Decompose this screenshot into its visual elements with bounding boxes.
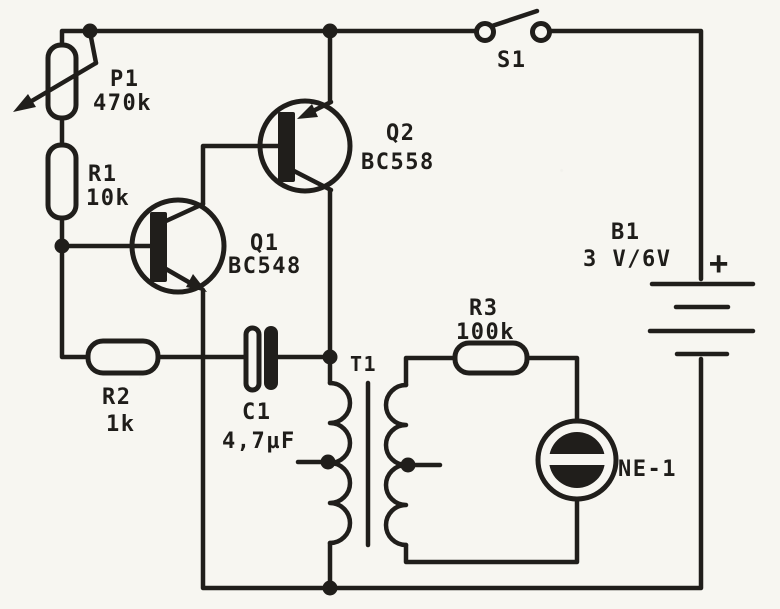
- r3-value-label: 100k: [456, 320, 515, 345]
- r2-body: [85, 338, 161, 376]
- q2-base-bar: [278, 112, 295, 182]
- r3-ref-label: R3: [469, 296, 499, 321]
- q2-emitter-lead: [310, 99, 334, 114]
- wire-left-column: [59, 215, 91, 360]
- neon-lamp-ne1-symbol: [535, 418, 619, 502]
- r1-value-label: 10k: [86, 186, 130, 211]
- s1-throw-contact: [530, 21, 552, 43]
- c1-plate-negative: [243, 325, 262, 393]
- c1-plate-positive: [264, 326, 278, 390]
- transistor-q1-symbol: [129, 197, 227, 295]
- r1-body: [45, 142, 79, 221]
- wires: [59, 28, 704, 591]
- p1-wiper-shaft: [27, 60, 99, 105]
- b1-ref-label: B1: [611, 220, 641, 245]
- wire-q1-collector-q2-base: [200, 143, 281, 207]
- resistor-r2-symbol: [85, 338, 161, 376]
- r3-body: [452, 340, 530, 376]
- resistor-r3-symbol: [452, 340, 530, 376]
- battery-b1-symbol: [647, 281, 756, 357]
- q1-base-bar: [150, 212, 167, 282]
- s1-ref-label: S1: [497, 48, 527, 73]
- junction-dot: [322, 349, 338, 365]
- labels: P1 470k R1 10k Q1 BC548 Q2 BC558 R2 1k C…: [86, 48, 728, 482]
- p1-ref-label: P1: [110, 67, 140, 92]
- transformer-t1-symbol: [295, 380, 443, 548]
- q1-ref-label: Q1: [250, 231, 280, 256]
- b1-value-label: 3 V/6V: [583, 247, 671, 272]
- wire-t1-secondary-r3: [403, 355, 458, 388]
- wire-r3-ne1: [524, 355, 580, 424]
- q1-collector-lead: [163, 201, 206, 224]
- q1-envelope: [129, 197, 227, 295]
- q2-collector-lead: [291, 168, 334, 193]
- switch-s1-symbol: [474, 8, 552, 43]
- r2-ref-label: R2: [102, 385, 132, 410]
- junction-dot: [322, 23, 338, 39]
- s1-pole-contact: [474, 21, 496, 43]
- q2-emitter-arrow-icon: [297, 104, 318, 119]
- junction-dot: [54, 238, 70, 254]
- r1-ref-label: R1: [88, 162, 118, 187]
- r2-value-label: 1k: [106, 412, 136, 437]
- q1-emitter-lead: [163, 266, 195, 287]
- potentiometer-p1-symbol: [13, 29, 99, 121]
- q2-ref-label: Q2: [386, 121, 416, 146]
- transistor-q2-symbol: [257, 98, 353, 194]
- q1-emitter-arrow-icon: [186, 274, 207, 292]
- capacitor-c1-symbol: [243, 325, 278, 393]
- junction-dot: [320, 454, 336, 470]
- t1-ref-label: T1: [350, 352, 377, 376]
- junction-dot: [82, 23, 98, 39]
- junction-dots: [54, 23, 416, 596]
- wire-ne1-t1-secondary: [403, 496, 580, 565]
- ne1-ref-label: NE-1: [618, 457, 677, 482]
- junction-dot: [322, 580, 338, 596]
- ne1-bulb-outline: [535, 418, 619, 502]
- q2-value-label: BC558: [361, 150, 435, 175]
- wiper-arrow-icon: [13, 94, 36, 112]
- wire-bottom-rail: [200, 287, 704, 591]
- wire-top-rail-right: [547, 28, 704, 282]
- junction-dot: [400, 457, 416, 473]
- ne1-electrode-gap: [546, 454, 608, 465]
- q1-value-label: BC548: [228, 254, 302, 279]
- resistor-r1-symbol: [45, 142, 79, 221]
- c1-value-label: 4,7µF: [222, 429, 296, 454]
- p1-body: [45, 42, 79, 121]
- s1-lever: [489, 8, 540, 29]
- wire-top-rail-left: [59, 28, 479, 48]
- p1-value-label: 470k: [93, 91, 152, 116]
- q2-envelope: [257, 98, 353, 194]
- b1-polarity-label: +: [709, 244, 728, 282]
- c1-ref-label: C1: [242, 400, 272, 425]
